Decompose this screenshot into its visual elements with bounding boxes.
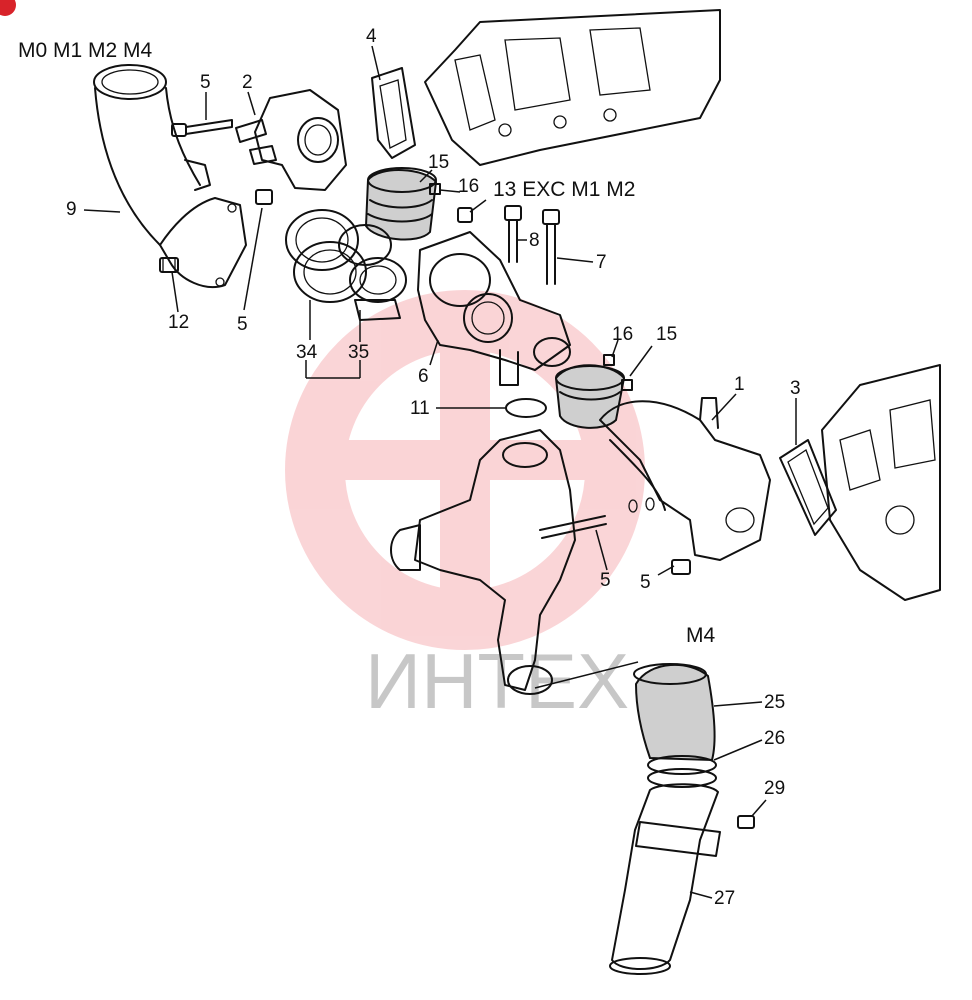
callout-34: 34 bbox=[296, 342, 318, 363]
part-13-plug bbox=[457, 207, 473, 223]
part-2-thermostat-housing bbox=[235, 89, 347, 191]
leader-lines bbox=[83, 45, 797, 899]
water-pump bbox=[390, 429, 655, 695]
callout-1: 1 bbox=[734, 374, 745, 395]
variant-label-exc: 13 EXC M1 M2 bbox=[493, 178, 635, 201]
part-12-plug bbox=[159, 257, 179, 273]
engine-block-right bbox=[821, 364, 941, 601]
part-7-bolt bbox=[542, 209, 560, 285]
callout-5-mid: 5 bbox=[237, 314, 248, 335]
engine-block-top bbox=[424, 9, 721, 166]
callout-7: 7 bbox=[596, 252, 607, 273]
callout-11: 11 bbox=[410, 398, 430, 419]
callout-6: 6 bbox=[418, 366, 429, 387]
part-1-outlet-pipe bbox=[599, 397, 771, 561]
callout-16-mid: 16 bbox=[612, 324, 633, 345]
part-8-bolt bbox=[504, 205, 522, 263]
callout-5-pump: 5 bbox=[600, 570, 611, 591]
part-26-clamp bbox=[647, 755, 717, 788]
part-5-bolt-right bbox=[671, 559, 691, 575]
part-27-pipe bbox=[609, 783, 721, 975]
labels: M0 M1 M2 M4 13 EXC M1 M2 M4 1 2 3 4 5 5 … bbox=[18, 26, 801, 909]
callout-8: 8 bbox=[529, 230, 540, 251]
part-35-thermostat bbox=[338, 224, 407, 321]
part-29-bolt bbox=[737, 815, 755, 829]
callout-16-top: 16 bbox=[458, 176, 479, 197]
part-5-bolt-mid bbox=[255, 189, 273, 205]
part-16-clamp-mid bbox=[603, 354, 633, 391]
part-34-gasket bbox=[285, 209, 367, 303]
callout-5-right: 5 bbox=[640, 572, 651, 593]
part-6-outlet-housing bbox=[417, 231, 571, 386]
callout-15-mid: 15 bbox=[656, 324, 677, 345]
variant-label-top-left: M0 M1 M2 M4 bbox=[18, 39, 153, 62]
callout-12: 12 bbox=[168, 312, 189, 333]
callout-26: 26 bbox=[764, 728, 785, 749]
corner-badge bbox=[0, 0, 16, 16]
callout-29: 29 bbox=[764, 778, 785, 799]
part-5-bolt-top bbox=[171, 119, 233, 137]
part-15-hose-upper bbox=[364, 167, 438, 241]
callout-27: 27 bbox=[714, 888, 735, 909]
part-4-gasket bbox=[371, 67, 416, 159]
callout-2: 2 bbox=[242, 72, 253, 93]
callout-25: 25 bbox=[764, 692, 785, 713]
part-15-hose-mid bbox=[554, 364, 626, 429]
callout-4: 4 bbox=[366, 26, 377, 47]
part-16-clamp-upper bbox=[429, 183, 441, 195]
watermark-bar-vertical bbox=[440, 300, 490, 630]
callout-15-top: 15 bbox=[428, 152, 449, 173]
callout-9: 9 bbox=[66, 199, 77, 220]
part-9-elbow-pipe bbox=[93, 64, 247, 288]
callout-35: 35 bbox=[348, 342, 369, 363]
watermark-text: ИНТЕХ bbox=[365, 637, 629, 725]
part-11-o-ring bbox=[505, 398, 547, 418]
callout-3: 3 bbox=[790, 378, 801, 399]
part-25-hose bbox=[633, 663, 716, 762]
callout-5-top: 5 bbox=[200, 72, 211, 93]
variant-label-m4: M4 bbox=[686, 624, 715, 647]
